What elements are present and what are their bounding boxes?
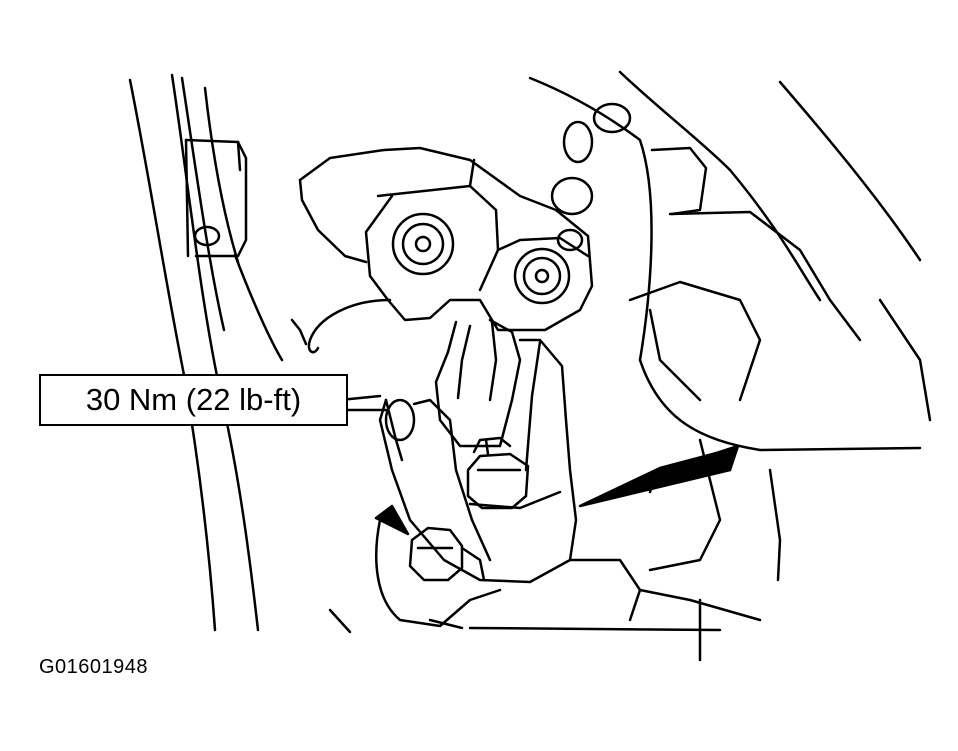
pinch-bolt-nut [466, 436, 530, 510]
upper-right-panel [528, 70, 932, 422]
lower-housing [375, 518, 642, 630]
left-stub [184, 138, 248, 258]
floor-lines [328, 608, 722, 634]
lower-right-structure [638, 358, 922, 662]
figure-id-label: G01601948 [39, 656, 149, 678]
steering-u-joint [378, 318, 578, 584]
large-pointer-arrow [578, 444, 740, 508]
torque-spec-callout: 30 Nm (22 lb-ft) [39, 374, 348, 426]
upper-bracket [298, 146, 594, 332]
small-pointer-arrow [374, 504, 410, 536]
lower-bolt-head [408, 526, 486, 582]
left-frame-member [128, 73, 284, 632]
